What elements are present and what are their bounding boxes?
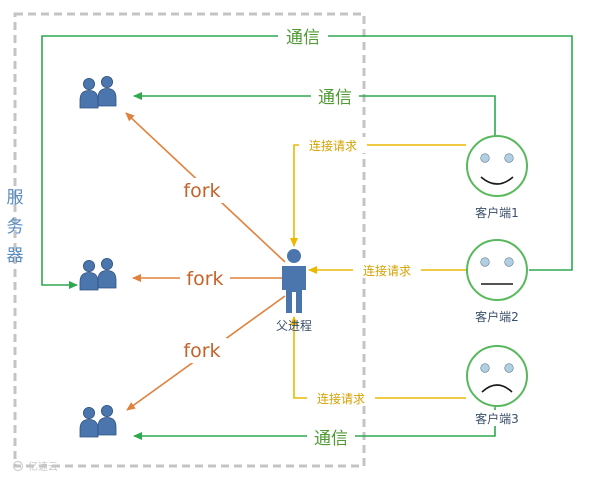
watermark: 亿速云 bbox=[12, 460, 58, 473]
label-fork-top: fork bbox=[183, 180, 220, 202]
watermark-text: 亿速云 bbox=[28, 460, 58, 473]
label-fork-bottom: fork bbox=[183, 340, 220, 362]
label-connect-client1: 连接请求 bbox=[309, 138, 357, 153]
server-boundary bbox=[13, 12, 366, 468]
person-icon bbox=[282, 249, 306, 313]
label-connect-client3: 连接请求 bbox=[317, 391, 365, 406]
label-comm-top: 通信 bbox=[286, 28, 320, 48]
connect-line-client1 bbox=[290, 144, 466, 247]
label-fork-middle: fork bbox=[186, 268, 223, 290]
user-group-icon bbox=[79, 75, 117, 109]
client3-label: 客户端3 bbox=[475, 411, 519, 426]
sad-face-icon bbox=[466, 345, 528, 407]
smiley-face-icon bbox=[466, 135, 528, 197]
server-label-char-2: 务 bbox=[7, 217, 24, 237]
label-connect-client2: 连接请求 bbox=[363, 263, 411, 278]
label-comm-client1: 通信 bbox=[318, 88, 352, 108]
client1-label: 客户端1 bbox=[475, 205, 519, 220]
user-group-icon bbox=[79, 257, 117, 291]
server-label-char-1: 服 bbox=[7, 188, 24, 208]
neutral-face-icon bbox=[466, 239, 528, 301]
user-group-icon bbox=[79, 404, 117, 438]
label-comm-client3: 通信 bbox=[314, 429, 348, 449]
connect-line-client3 bbox=[290, 316, 466, 399]
comm-line-client1 bbox=[133, 92, 499, 143]
parent-process-label: 父进程 bbox=[276, 318, 312, 333]
server-label-char-3: 器 bbox=[7, 246, 24, 266]
client2-label: 客户端2 bbox=[475, 309, 519, 324]
